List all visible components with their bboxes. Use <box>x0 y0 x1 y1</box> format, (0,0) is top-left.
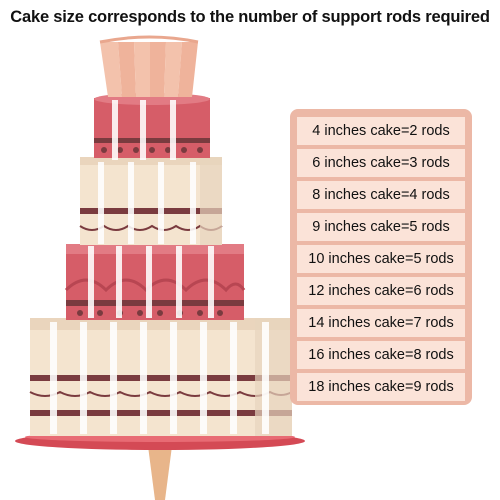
size-row-18-inch: 18 inches cake=9 rods <box>297 373 465 401</box>
top-tier <box>94 93 210 158</box>
size-row-14-inch: 14 inches cake=7 rods <box>297 309 465 337</box>
middle-tier <box>64 244 246 320</box>
size-row-6-inch: 6 inches cake=3 rods <box>297 149 465 177</box>
size-chart-panel: 4 inches cake=2 rods 6 inches cake=3 rod… <box>290 109 472 405</box>
cake-topper-icon <box>99 35 199 97</box>
headline: Cake size corresponds to the number of s… <box>10 8 490 26</box>
cake-stand-stem <box>148 446 172 500</box>
bottom-tier <box>29 318 293 436</box>
size-row-9-inch: 9 inches cake=5 rods <box>297 213 465 241</box>
size-row-4-inch: 4 inches cake=2 rods <box>297 117 465 145</box>
size-row-16-inch: 16 inches cake=8 rods <box>297 341 465 369</box>
size-row-10-inch: 10 inches cake=5 rods <box>297 245 465 273</box>
support-rod-icon <box>50 100 269 434</box>
size-row-12-inch: 12 inches cake=6 rods <box>297 277 465 305</box>
size-row-8-inch: 8 inches cake=4 rods <box>297 181 465 209</box>
